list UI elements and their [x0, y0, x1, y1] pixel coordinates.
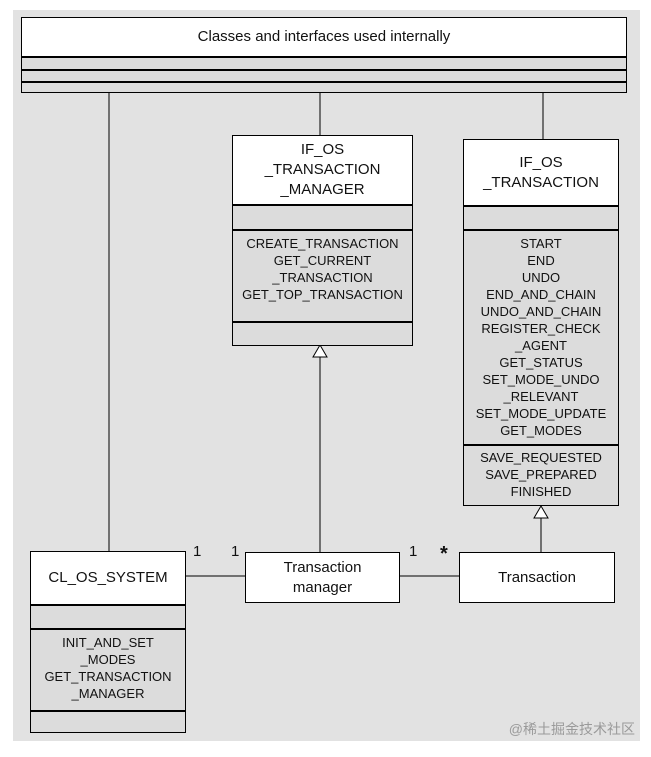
if-os-transaction-manager-title: IF_OS _TRANSACTION _MANAGER [233, 136, 412, 206]
realization-arrowhead-transaction [533, 505, 549, 519]
if-os-transaction-manager-methods: CREATE_TRANSACTION GET_CURRENT _TRANSACT… [233, 231, 412, 323]
if-os-transaction-attributes [464, 207, 618, 231]
if-os-transaction-manager-attributes [233, 206, 412, 231]
multiplicity-manager-right: 1 [409, 543, 418, 560]
if-os-transaction-manager-box: IF_OS _TRANSACTION _MANAGER CREATE_TRANS… [232, 135, 413, 346]
package-section-3 [22, 83, 626, 94]
transaction-manager-box: Transaction manager [245, 552, 400, 603]
if-os-transaction-manager-events [233, 323, 412, 347]
package-title: Classes and interfaces used internally [22, 18, 626, 58]
cl-os-system-events [31, 712, 185, 734]
package-box: Classes and interfaces used internally [21, 17, 627, 93]
package-section-1 [22, 58, 626, 71]
if-os-transaction-methods: START END UNDO END_AND_CHAIN UNDO_AND_CH… [464, 231, 618, 446]
cl-os-system-attributes [31, 606, 185, 630]
multiplicity-manager-left: 1 [231, 543, 240, 560]
if-os-transaction-title: IF_OS _TRANSACTION [464, 140, 618, 207]
cl-os-system-box: CL_OS_SYSTEM INIT_AND_SET _MODES GET_TRA… [30, 551, 186, 733]
watermark: @稀土掘金技术社区 [508, 721, 635, 737]
package-section-2 [22, 71, 626, 83]
if-os-transaction-box: IF_OS _TRANSACTION START END UNDO END_AN… [463, 139, 619, 506]
cl-os-system-methods: INIT_AND_SET _MODES GET_TRANSACTION _MAN… [31, 630, 185, 712]
if-os-transaction-events: SAVE_REQUESTED SAVE_PREPARED FINISHED [480, 450, 602, 499]
multiplicity-transaction-side: * [440, 543, 448, 565]
multiplicity-system-side: 1 [193, 543, 202, 560]
transaction-box: Transaction [459, 552, 615, 603]
cl-os-system-title: CL_OS_SYSTEM [31, 552, 185, 606]
realization-arrowhead-transaction-manager [312, 344, 328, 358]
